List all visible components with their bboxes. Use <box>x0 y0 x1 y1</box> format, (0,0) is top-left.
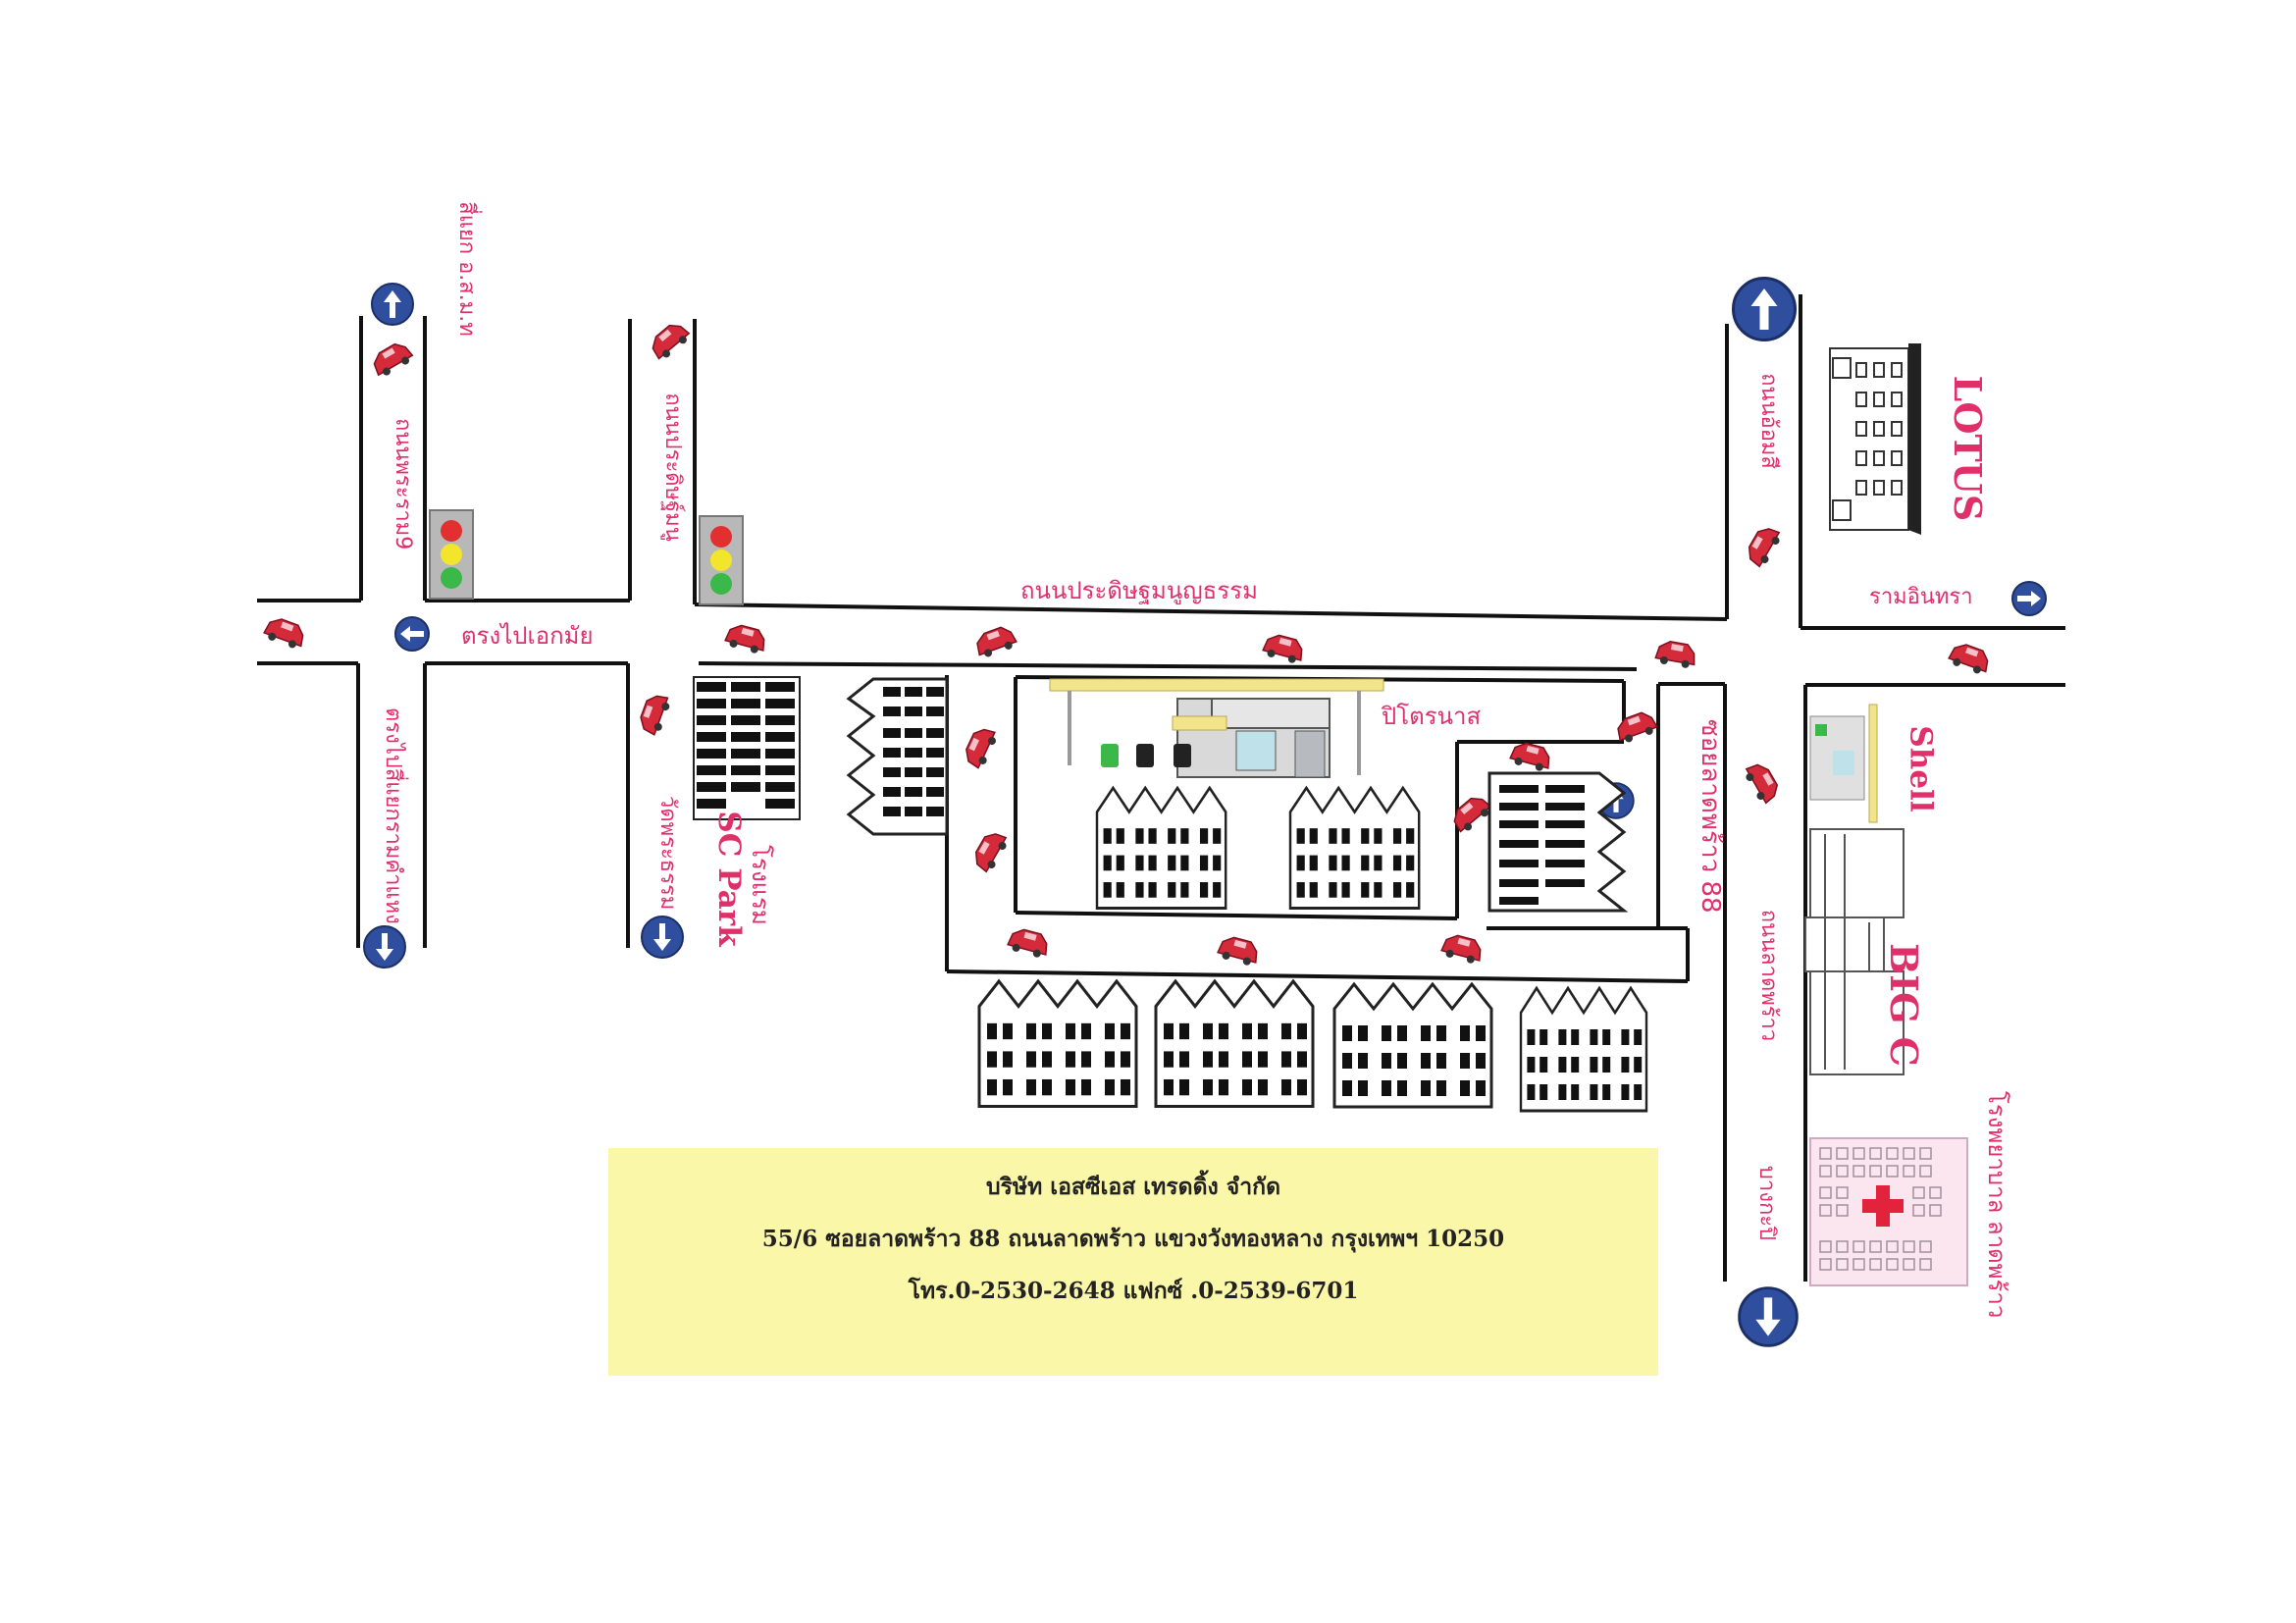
gas-station <box>1049 678 1384 778</box>
left-top-road-label: ถนนพระราม9 <box>391 418 415 550</box>
right-mid-road-label: ถนนลาดพร้าว <box>1756 909 1781 1042</box>
left-bottom-road-label: ตรงไปสี่แยกรามคำแหง <box>381 707 405 924</box>
big-c-building <box>1804 828 1905 1075</box>
soi-label: ซอยลาดพร้าว 88 <box>1696 719 1725 914</box>
gas-pump-icon <box>1101 744 1191 767</box>
lotus-building <box>1829 343 1921 535</box>
company-info-box: บริษัท เอสซีเอส เทรดดิ้ง จำกัด 55/6 ซอยล… <box>608 1148 1658 1376</box>
shell-label: Shell <box>1903 725 1939 812</box>
ramintra-label: รามอินทรา <box>1869 585 1973 609</box>
road-lines <box>257 294 2065 1282</box>
right-top-road-label: ถนนอ้อมสี <box>1756 373 1781 469</box>
shell-station <box>1809 704 1878 823</box>
mid-top-road-label: ถนนประดิษฐ์มนู <box>660 393 685 542</box>
hotel-label: โรงแรม <box>747 845 774 925</box>
sc-park-label: SC Park <box>711 811 747 947</box>
right-bottom-road-label: บางกะปิ <box>1754 1165 1779 1241</box>
big-c-label: BIG C <box>1882 943 1926 1067</box>
sc-park-building <box>693 676 801 820</box>
to-ekamai-label: ตรงไปเอกมัย <box>461 622 594 650</box>
main-road-label: ถนนประดิษฐมนูญธรรม <box>1020 577 1258 604</box>
company-phone: โทร.0-2530-2648 แฟกซ์ .0-2539-6701 <box>908 1278 1359 1304</box>
sideways-townhouses-2 <box>1487 771 1629 913</box>
lotus-label: LOTUS <box>1946 375 1990 522</box>
hospital-label: โรงพยาบาล ลาดพร้าว <box>1983 1091 2010 1319</box>
hospital-building <box>1809 1137 1968 1286</box>
company-name: บริษัท เอสซีเอส เทรดดิ้ง จำกัด <box>985 1174 1281 1200</box>
left-junction-label: สี่แยก อ.ส.ม.ท <box>454 201 479 337</box>
company-address: 55/6 ซอยลาดพร้าว 88 ถนนลาดพร้าว แขวงวังท… <box>761 1226 1505 1252</box>
mid-bottom-road-label: วัดพระธรรม <box>655 796 680 911</box>
petronas-label: ปิโตรนาส <box>1382 703 1482 730</box>
sideways-townhouses <box>846 677 949 836</box>
hospital-cross-icon <box>1862 1185 1904 1227</box>
